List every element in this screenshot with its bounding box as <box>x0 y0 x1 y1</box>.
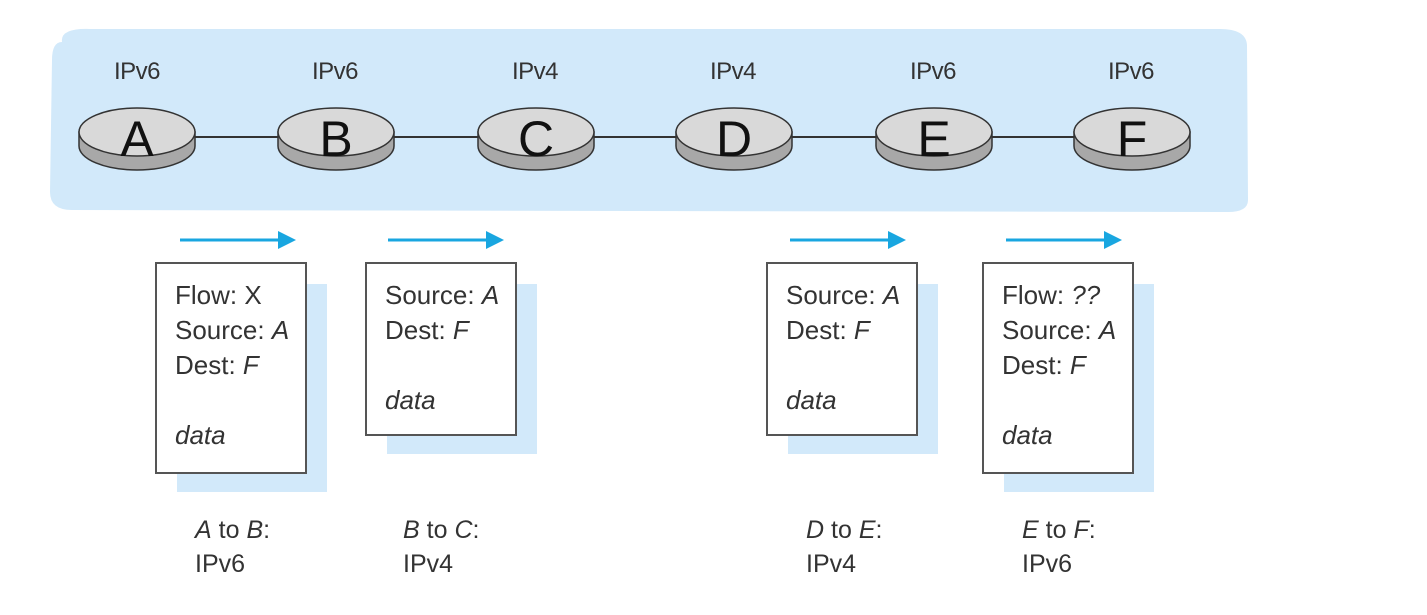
payload-field: data <box>385 385 436 415</box>
router-e: E <box>875 107 993 171</box>
hop-caption-b-c: B to C: IPv4 <box>403 516 480 578</box>
arrow-right-icon <box>790 231 906 249</box>
router-a: A <box>78 107 196 171</box>
payload-field: data <box>175 420 226 450</box>
cloud-shape <box>50 28 1248 212</box>
protocol-label-b: IPv6 <box>311 58 359 85</box>
arrow-right-icon <box>180 231 296 249</box>
dest-field: Dest: F <box>786 315 870 345</box>
router-label: E <box>917 111 950 167</box>
router-label: C <box>518 111 554 167</box>
router-f: F <box>1073 107 1191 171</box>
arrow-right-icon <box>1006 231 1122 249</box>
protocol-label-d: IPv4 <box>709 58 757 85</box>
packet-datagram: Flow: X Source: A Dest: F data <box>155 262 307 474</box>
protocol-label-a: IPv6 <box>113 58 161 85</box>
source-field: Source: A <box>175 315 290 345</box>
source-field: Source: A <box>1002 315 1117 345</box>
router-c: C <box>477 107 595 171</box>
router-label: F <box>1117 111 1148 167</box>
router-label: B <box>319 111 352 167</box>
hop-caption-e-f: E to F: IPv6 <box>1022 516 1096 578</box>
payload-field: data <box>786 385 837 415</box>
router-label: D <box>716 111 752 167</box>
packet-datagram: Source: A Dest: F data <box>766 262 918 436</box>
router-d: D <box>675 107 793 171</box>
dest-field: Dest: F <box>1002 350 1086 380</box>
hop-caption-a-b: A to B: IPv6 <box>195 516 271 578</box>
flow-field: Flow: X <box>175 280 262 310</box>
protocol-label-c: IPv4 <box>511 58 559 85</box>
flow-field: Flow: ?? <box>1002 280 1101 310</box>
payload-field: data <box>1002 420 1053 450</box>
arrow-right-icon <box>388 231 504 249</box>
router-b: B <box>277 107 395 171</box>
dest-field: Dest: F <box>175 350 259 380</box>
packet-datagram: Flow: ?? Source: A Dest: F data <box>982 262 1134 474</box>
flow-arrows <box>180 231 1122 249</box>
router-label: A <box>120 111 154 167</box>
source-field: Source: A <box>385 280 500 310</box>
routers: A B C D E F <box>78 107 1191 171</box>
packet-datagram: Source: A Dest: F data <box>365 262 517 436</box>
protocol-label-f: IPv6 <box>1107 58 1155 85</box>
dest-field: Dest: F <box>385 315 469 345</box>
source-field: Source: A <box>786 280 901 310</box>
hop-caption-d-e: D to E: IPv4 <box>806 516 883 578</box>
protocol-label-e: IPv6 <box>909 58 957 85</box>
